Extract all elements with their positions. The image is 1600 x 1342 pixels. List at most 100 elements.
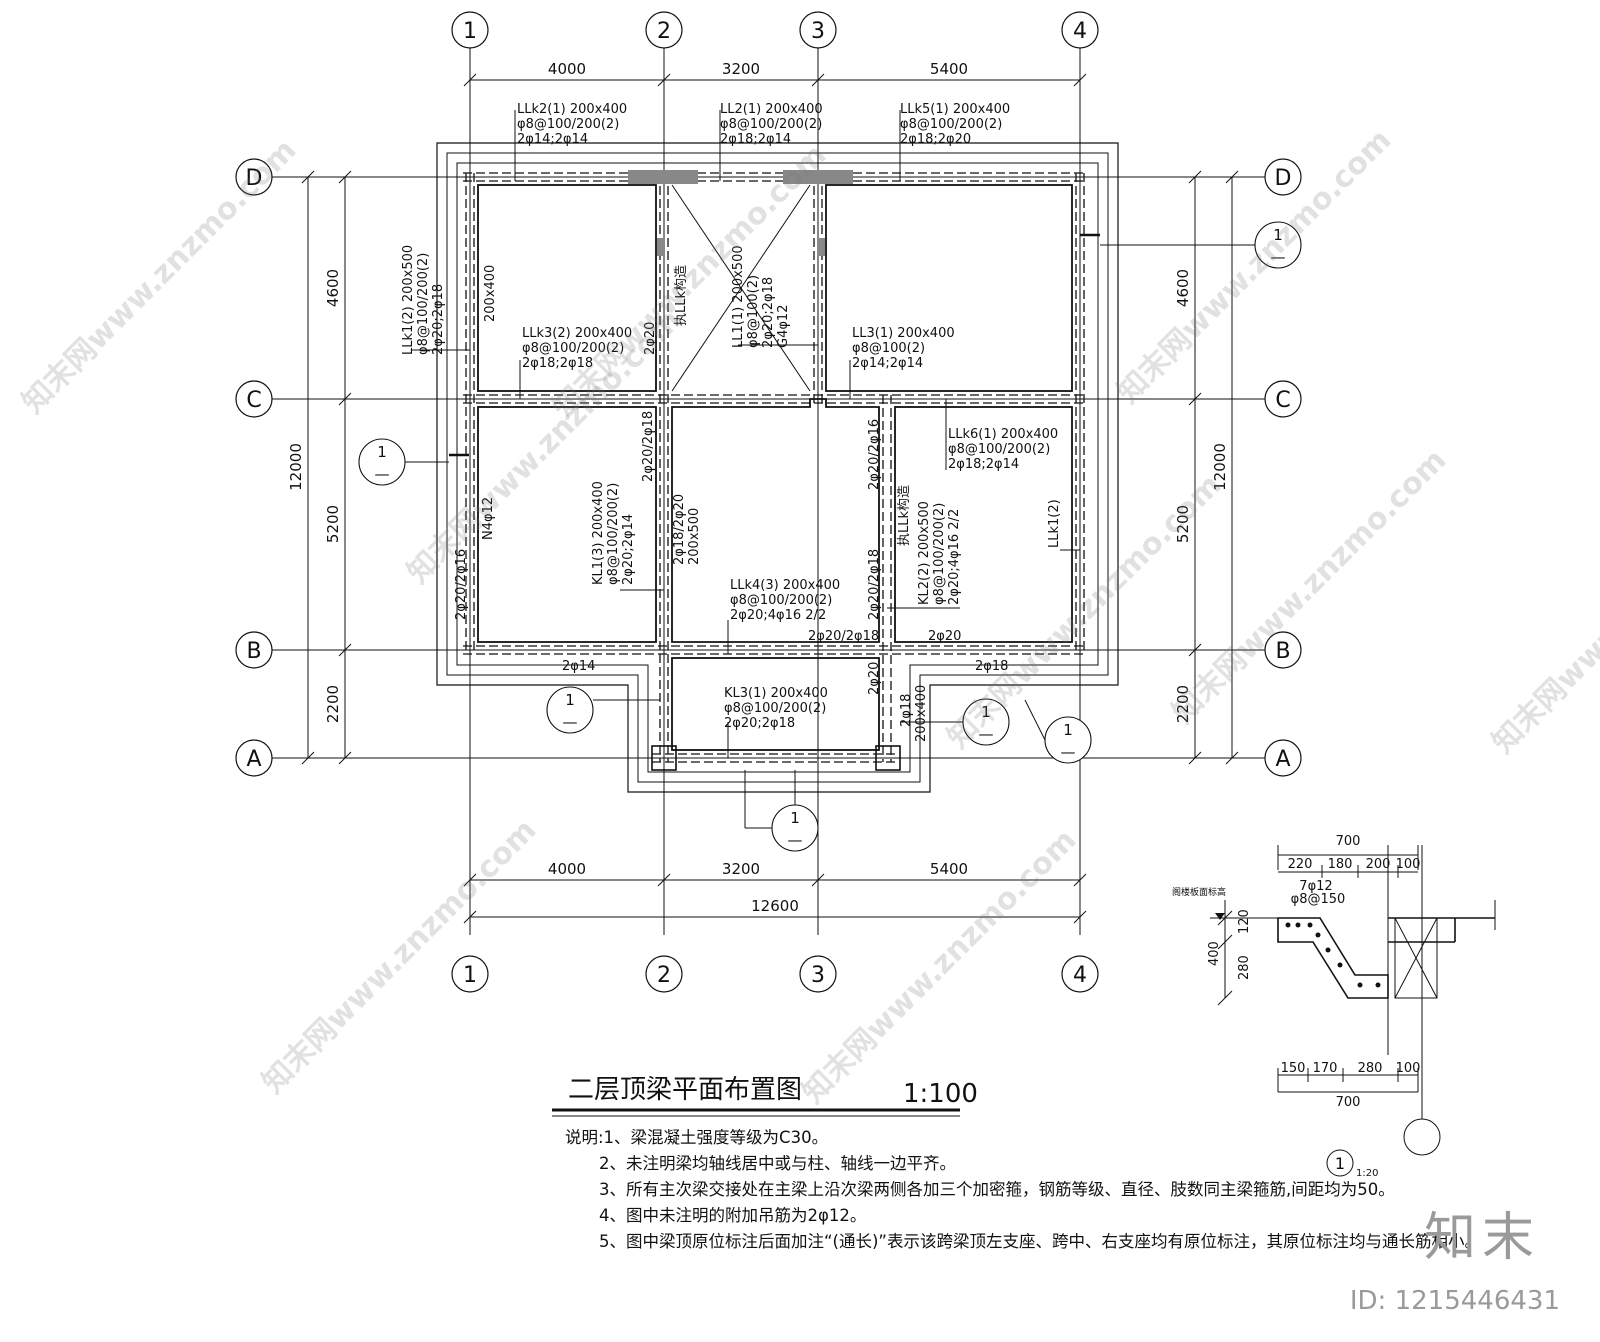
beam-llk1-line: LLk1(2) 200x500 <box>401 245 416 355</box>
note-line: 说明:1、梁混凝土强度等级为C30。 <box>565 1128 829 1147</box>
note-line: 2、未注明梁均轴线居中或与柱、轴线一边平齐。 <box>599 1154 956 1173</box>
brand-logo: 知末 <box>1423 1208 1540 1268</box>
detail-dim-total: 400 <box>1207 941 1222 966</box>
detail-mark: 1 <box>1335 1154 1345 1173</box>
section-number: 1 <box>565 691 575 709</box>
detail-dim: 100 <box>1396 1061 1421 1076</box>
beam-llk4-line: φ8@100/200(2) <box>730 593 832 608</box>
beam-ll3-line: φ8@100(2) <box>852 341 925 356</box>
detail-dim: 200 <box>1366 857 1391 872</box>
beam-kl3-line: 2φ20;2φ18 <box>724 716 795 731</box>
dim-bottom: 3200 <box>722 860 760 878</box>
section-size-label: 200x500 <box>687 508 702 565</box>
beam-llk6-line: φ8@100/200(2) <box>948 442 1050 457</box>
dim-right: 5200 <box>1174 505 1192 543</box>
axis-label: B <box>246 639 261 664</box>
beam-llk4-line: 2φ20;4φ16 2/2 <box>730 608 826 623</box>
beam-llk5-line: LLk5(1) 200x400 <box>900 102 1010 117</box>
section-dash: — <box>563 713 578 731</box>
detail-dim: 220 <box>1288 857 1313 872</box>
section-dash: — <box>979 725 994 743</box>
axis-label: A <box>1275 747 1290 772</box>
rebar-label: 2φ20 <box>928 629 961 644</box>
beam-kl1-line: φ8@100/200(2) <box>606 483 621 585</box>
axis-label: 1 <box>463 19 477 44</box>
beam-llk3-line: 2φ18;2φ18 <box>522 356 593 371</box>
detail-rebar: φ8@150 <box>1291 892 1346 907</box>
beam-llk3-line: LLk3(2) 200x400 <box>522 326 632 341</box>
beam-kl2-line: KL2(2) 200x500 <box>917 501 932 605</box>
brand-id: ID: 1215446431 <box>1349 1286 1560 1316</box>
rebar-label: 2φ20/2φ18 <box>641 411 656 482</box>
dim-left-total: 12000 <box>287 443 305 491</box>
section-number: 1 <box>377 443 387 461</box>
detail-floor-label: 阁楼板面标高 <box>1172 886 1226 898</box>
axis-label: A <box>246 747 261 772</box>
beam-llk2-line: φ8@100/200(2) <box>517 117 619 132</box>
dim-left: 5200 <box>324 505 342 543</box>
beam-kl1-line: 2φ20;2φ14 <box>621 514 636 585</box>
beam-llk2-line: 2φ14;2φ14 <box>517 132 588 147</box>
notes-block: 说明:1、梁混凝土强度等级为C30。 2、未注明梁均轴线居中或与柱、轴线一边平齐… <box>565 1125 1481 1255</box>
section-number: 1 <box>790 809 800 827</box>
beam-ll3-line: 2φ14;2φ14 <box>852 356 923 371</box>
note-line: 4、图中未注明的附加吊筋为2φ12。 <box>599 1206 867 1225</box>
rebar-label: N4φ12 <box>481 497 496 540</box>
section-number: 1 <box>1273 226 1283 244</box>
beam-llk5-line: 2φ18;2φ20 <box>900 132 971 147</box>
detail-dim: 280 <box>1237 955 1252 980</box>
dim-right: 4600 <box>1174 269 1192 307</box>
axis-label: C <box>246 388 261 413</box>
beam-llk1-line: 2φ20;2φ18 <box>431 284 446 355</box>
beam-kl3-line: φ8@100/200(2) <box>724 701 826 716</box>
axis-label: 1 <box>463 963 477 988</box>
rebar-label: 2φ20 <box>867 662 882 695</box>
axis-label: 2 <box>657 963 671 988</box>
dim-top: 4000 <box>548 60 586 78</box>
dim-left: 2200 <box>324 685 342 723</box>
axis-label: D <box>246 166 263 191</box>
section-size-label: 200x400 <box>483 265 498 322</box>
rebar-label: 2φ20/2φ16 <box>867 419 882 490</box>
section-dash: — <box>1061 743 1076 761</box>
rebar-label: 2φ20 <box>643 322 658 355</box>
beam-kl1-line: KL1(3) 200x400 <box>591 481 606 585</box>
section-dash: — <box>788 831 803 849</box>
axis-label: 3 <box>811 19 825 44</box>
dim-right: 2200 <box>1174 685 1192 723</box>
rebar-label: 2φ18/2φ20 <box>672 494 687 565</box>
beam-ll1-line: LL1(1) 200x500 <box>731 245 746 348</box>
dim-top: 5400 <box>930 60 968 78</box>
beam-llk1-line: φ8@100/200(2) <box>416 253 431 355</box>
beam-llk4-line: LLk4(3) 200x400 <box>730 578 840 593</box>
axis-label: 4 <box>1073 19 1087 44</box>
drawing-title: 二层顶梁平面布置图 <box>568 1075 802 1105</box>
beam-ll1-line: 2φ20;2φ18 <box>761 277 776 348</box>
axis-label: C <box>1275 388 1290 413</box>
section-size-label: 200x400 <box>914 685 929 742</box>
beam-llk2-line: LLk2(1) 200x400 <box>517 102 627 117</box>
beam-kl2-line: φ8@100/200(2) <box>932 503 947 605</box>
rebar-label: 2φ18 <box>899 694 914 727</box>
beam-llk6-line: LLk6(1) 200x400 <box>948 427 1058 442</box>
section-dash: — <box>1271 248 1286 266</box>
beam-label: LLk1(2) <box>1047 499 1062 548</box>
detail-rebar: 7φ12 <box>1299 879 1332 894</box>
note-line: 5、图中梁顶原位标注后面加注“(通长)”表示该跨梁顶左支座、跨中、右支座均有原位… <box>599 1232 1481 1251</box>
detail-dim: 170 <box>1313 1061 1338 1076</box>
axis-label: 3 <box>811 963 825 988</box>
structural-wall-label: 执LLk构造 <box>674 265 689 326</box>
beam-ll1-line: G4φ12 <box>776 305 791 348</box>
section-number: 1 <box>981 703 991 721</box>
detail-dim: 150 <box>1281 1061 1306 1076</box>
dim-right-total: 12000 <box>1211 443 1229 491</box>
note-line: 3、所有主次梁交接处在主梁上沿次梁两侧各加三个加密箍，钢筋等级、直径、肢数同主梁… <box>599 1180 1395 1199</box>
rebar-label: 2φ20/2φ18 <box>867 549 882 620</box>
detail-dim: 280 <box>1358 1061 1383 1076</box>
dim-top: 3200 <box>722 60 760 78</box>
axis-label: B <box>1275 639 1290 664</box>
detail-dim: 100 <box>1396 857 1421 872</box>
detail-dim-total: 700 <box>1336 834 1361 849</box>
rebar-label: 2φ20/2φ16 <box>454 549 469 620</box>
